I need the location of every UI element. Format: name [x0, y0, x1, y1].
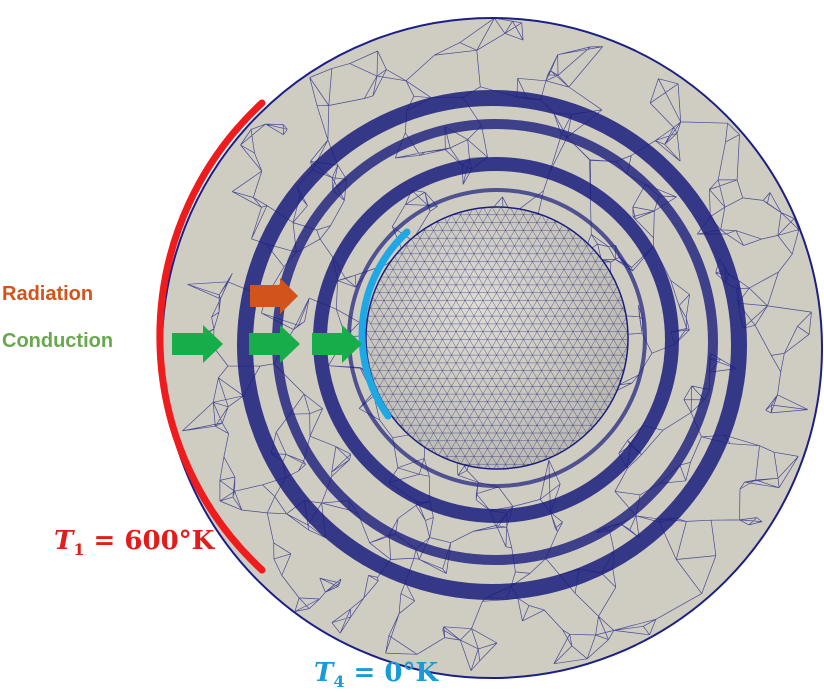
t1-subscript: 1	[73, 540, 85, 560]
t4-subscript: 4	[333, 672, 345, 692]
t4-label: T4 = 0°K	[314, 658, 438, 691]
hot-boundary-arc	[156, 99, 266, 574]
t4-symbol: T	[314, 658, 334, 688]
conduction-arrow-icon	[249, 325, 300, 363]
conduction-arrow-icon	[172, 325, 223, 363]
inner-sphere	[365, 206, 629, 470]
t4-value: = 0°K	[344, 658, 439, 688]
t1-value: = 600°K	[84, 526, 215, 556]
cold-boundary-arc	[358, 228, 411, 420]
conduction-arrow-icon	[312, 325, 362, 363]
conduction-label: Conduction	[2, 330, 114, 352]
outer-dense-band	[237, 90, 747, 600]
radiation-arrow-icon	[250, 278, 298, 314]
t1-label: T1 = 600°K	[54, 526, 214, 559]
radiation-label: Radiation	[2, 283, 94, 305]
t1-symbol: T	[54, 526, 74, 556]
